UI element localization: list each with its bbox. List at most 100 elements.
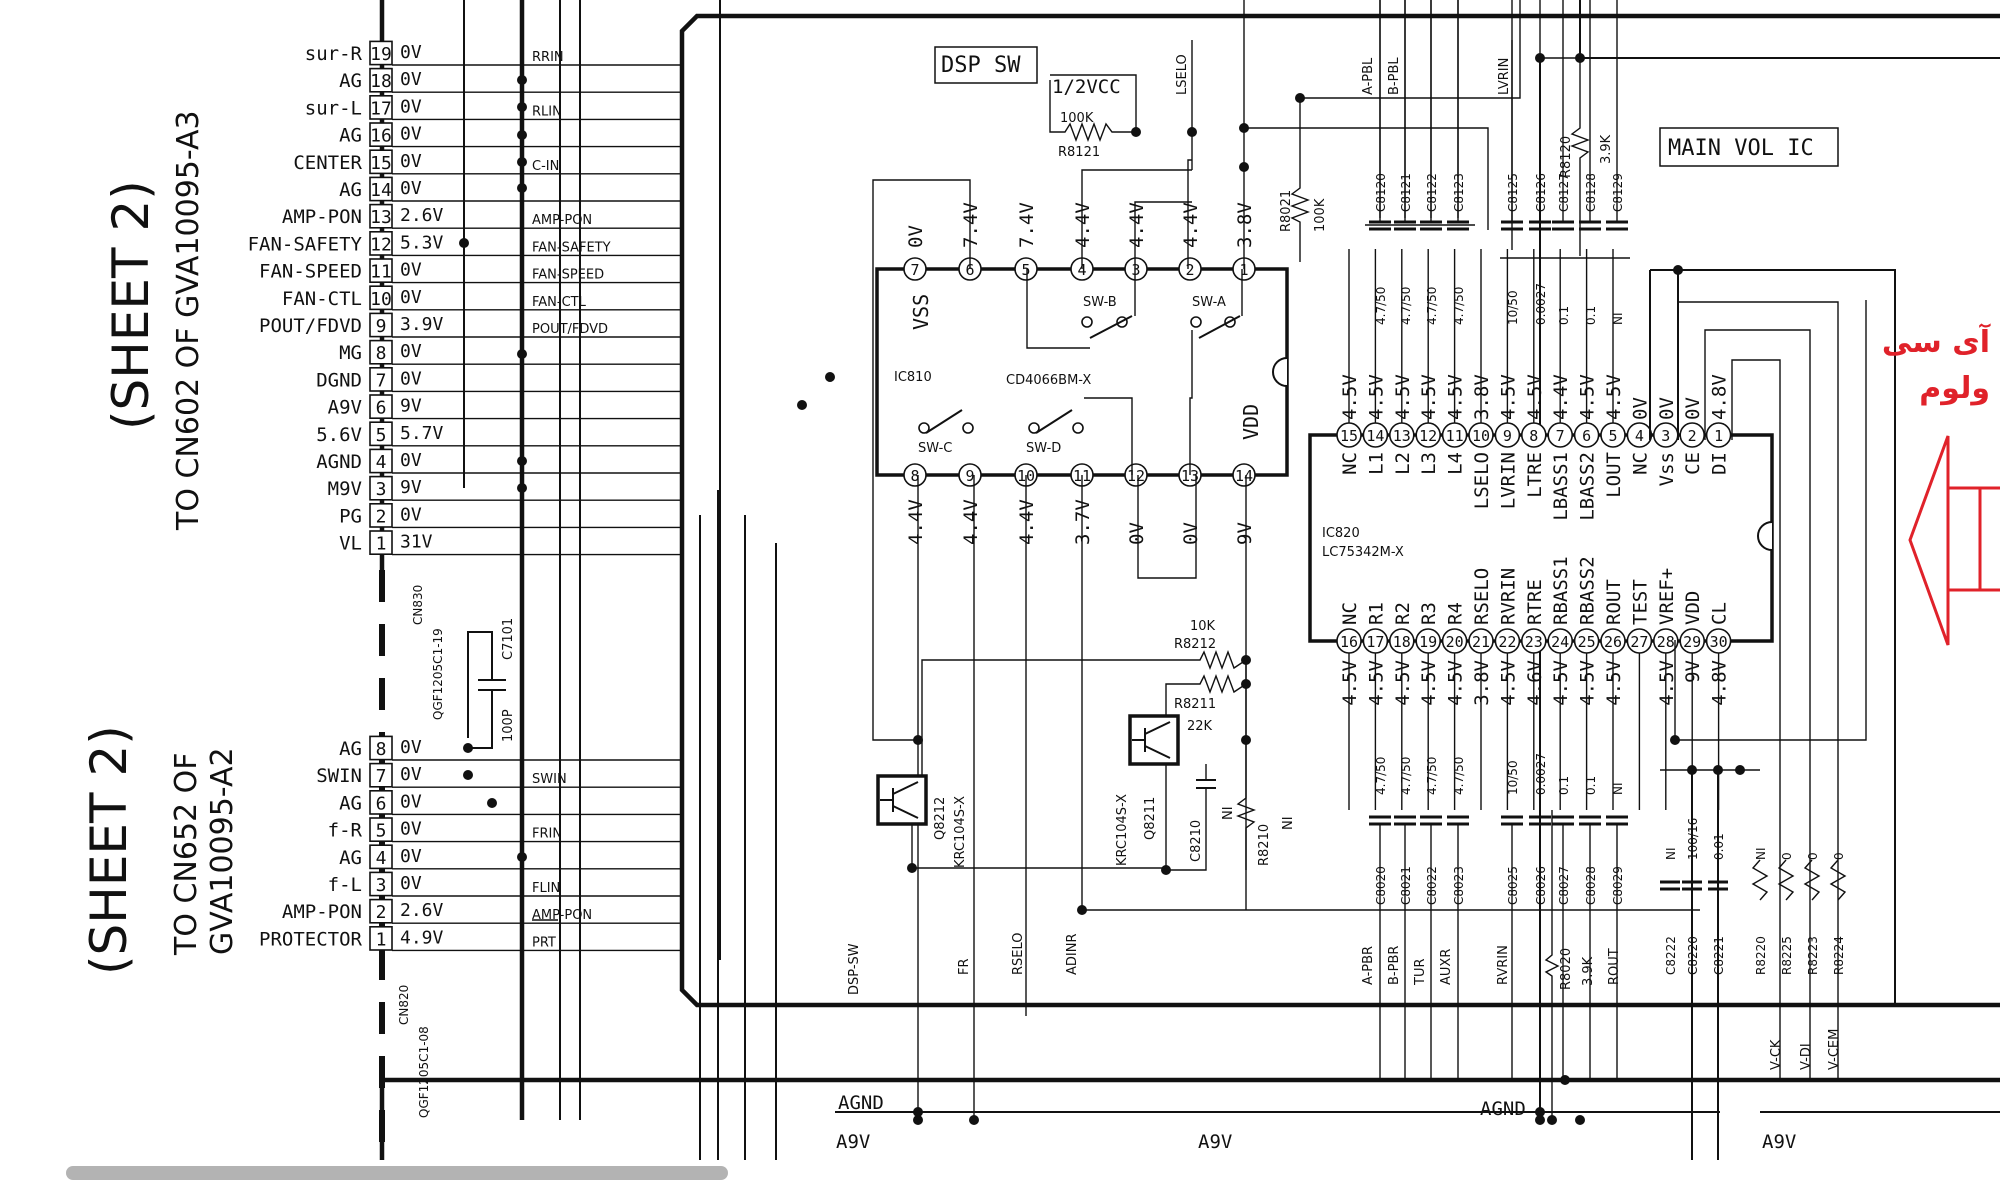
net-a-pbl: A-PBL xyxy=(1361,57,1376,95)
ic820-pin-voltage: 4.4V xyxy=(1550,374,1572,420)
vol-top-cap-ref: C8126 xyxy=(1534,173,1548,212)
main-vol-box xyxy=(1659,127,1839,167)
cn820-target-line2: GVA10095-A2 xyxy=(205,747,240,955)
vol-bottom-net: ROUT xyxy=(1607,948,1622,985)
cn820-pin-name: SWIN xyxy=(316,765,362,787)
ic810-pin xyxy=(1124,257,1148,281)
cn830-pin-voltage: 3.9V xyxy=(400,314,444,335)
ic820-pin-number: 29 xyxy=(1683,633,1701,651)
horizontal-scrollbar[interactable] xyxy=(66,1166,728,1180)
cn830-pin-name: AG xyxy=(339,125,362,147)
ic820-pin-number: 6 xyxy=(1582,427,1591,445)
cn820-pin-name: AG xyxy=(339,738,362,760)
vol-top-cap-value: 4.7/50 xyxy=(1399,287,1413,325)
annotation-red: آی سی ولوم xyxy=(1882,323,2000,646)
cn830-pin-voltage: 5.7V xyxy=(400,423,444,444)
ic820-pin-voltage: 4.5V xyxy=(1445,660,1467,706)
vol-top-cap-value: 0.1 xyxy=(1557,306,1571,325)
ic810-pin-number: 7 xyxy=(910,261,919,279)
vol-bottom-cap-value: 4.7/50 xyxy=(1452,757,1466,795)
ic820-pin-voltage: 4.5V xyxy=(1392,660,1414,706)
dsp-switch-section: DSP SW 1/2VCC 100K R8121 LSELO R8021 100… xyxy=(847,0,1700,1120)
vol-bottom-cap-ref: C8025 xyxy=(1506,866,1520,905)
cn820-pin-number: 1 xyxy=(376,929,387,950)
ic820-pin-name: R1 xyxy=(1365,602,1387,625)
ic820-pin-name: CL xyxy=(1709,602,1731,625)
cn830-pin-voltage: 9V xyxy=(400,396,422,417)
ic820-pin-voltage: 4.5V xyxy=(1497,374,1519,420)
ic810-body xyxy=(875,267,1289,477)
cn830-pin-voltage: 2.6V xyxy=(400,205,444,226)
cn830-pin-number: 19 xyxy=(370,44,392,65)
cn820-net-label: FLIN xyxy=(532,881,560,896)
ic810-ref: IC810 xyxy=(894,370,932,385)
cn830-pin-voltage: 0V xyxy=(400,368,422,389)
ic820-pin-number: 15 xyxy=(1340,427,1358,445)
ic820-pin xyxy=(1626,422,1653,448)
net-b-pbl: B-PBL xyxy=(1387,57,1402,95)
cn820-pin-box xyxy=(369,789,393,815)
main-vol-section: MAIN VOL IC A-PBL B-PBL LVRIN R8120 3.9K… xyxy=(1308,0,2000,1160)
ic810-pin-voltage: 3.7V xyxy=(1072,499,1094,545)
vol-top-cap-value: 0.1 xyxy=(1584,306,1598,325)
c8210-value: NI xyxy=(1221,806,1236,820)
agnd-label-right: AGND xyxy=(1480,1098,1526,1120)
cn830-pin-voltage: 9V xyxy=(400,477,422,498)
cn820-pin-name: AMP-PON xyxy=(282,901,362,923)
cn820-pin-box xyxy=(369,762,393,788)
vol-bottom-cap-value: 0.0027 xyxy=(1534,753,1548,795)
ic820-pin-name: R3 xyxy=(1418,602,1440,625)
ic820-pin-name: L3 xyxy=(1418,452,1440,475)
cn820-pin-name: AG xyxy=(339,847,362,869)
vol-bottom-net: A-PBR xyxy=(1361,946,1376,985)
q8212-ref: Q8212 xyxy=(933,797,948,840)
ic820-pin-name: L4 xyxy=(1445,452,1467,475)
cn830-net-label: FAN-SPEED xyxy=(532,268,604,283)
ic820-pins: 154.5VNC144.5VL1134.5VL2124.5VL3114.5VL4… xyxy=(1336,249,1732,810)
ic820-pin-number: 9 xyxy=(1503,427,1512,445)
ic820-pin-number: 10 xyxy=(1472,427,1490,445)
vol-right-part-value: 0 xyxy=(1780,852,1794,860)
cn830-pin-name: AMP-PON xyxy=(282,206,362,228)
cn830-pin-name: DGND xyxy=(316,369,362,391)
vol-bottom-net: B-PBR xyxy=(1387,946,1402,985)
ic820-pin-number: 22 xyxy=(1498,633,1516,651)
vol-top-cap-value: 10/50 xyxy=(1506,290,1520,325)
cn830-pin-voltage: 0V xyxy=(400,42,422,63)
cn830-net-label: C-IN xyxy=(532,159,559,174)
ic820-pin-number: 21 xyxy=(1472,633,1490,651)
vol-right-part-ref: C8222 xyxy=(1664,936,1678,975)
ic820-pin-number: 2 xyxy=(1688,427,1697,445)
ic810-vss: VSS xyxy=(909,294,933,330)
cn830-target-label: TO CN602 OF GVA10095-A3 xyxy=(171,110,206,531)
r8020-ref: R8020 xyxy=(1559,948,1574,990)
ic820-pin-number: 1 xyxy=(1714,427,1723,445)
ic820-pin-voltage: 4.5V xyxy=(1603,660,1625,706)
ic820-pin-voltage: 4.5V xyxy=(1603,374,1625,420)
cn820-pin-number: 8 xyxy=(376,739,387,760)
cn830-pin-name: FAN-SAFETY xyxy=(248,233,363,255)
vol-bottom-cap-value: 0.1 xyxy=(1584,776,1598,795)
cn820-pin-box xyxy=(369,817,393,843)
vol-right-part-value: 0 xyxy=(1832,852,1846,860)
sw-c-label: SW-C xyxy=(918,441,952,456)
cn830-pin-name: M9V xyxy=(328,478,362,500)
ic810-pin-number: 14 xyxy=(1235,467,1253,485)
q8212-part: KRC104S-X xyxy=(953,796,968,868)
cn830-pin-voltage: 0V xyxy=(400,178,422,199)
vol-bottom-cap-ref: C8028 xyxy=(1584,866,1598,905)
a9v-label-left: A9V xyxy=(836,1131,870,1153)
vol-top-cap-ref: C8122 xyxy=(1425,173,1439,212)
vol-top-cap-ref: C8129 xyxy=(1611,173,1625,212)
cn830-pin-box xyxy=(369,231,393,256)
ic810-pin-number: 5 xyxy=(1021,261,1030,279)
ic810-pin xyxy=(958,463,982,487)
ic810-pin-voltage: 0V xyxy=(905,225,927,248)
cn820-net-label: SWIN xyxy=(532,772,567,787)
cn830-part: QGF1205C1-19 xyxy=(431,628,445,720)
ic820-pin-name: LSELO xyxy=(1471,452,1493,509)
vol-control-net: V-CK xyxy=(1769,1039,1784,1070)
ic820-pin-voltage: 4.5V xyxy=(1524,374,1546,420)
cn830-pin-number: 16 xyxy=(370,126,392,147)
